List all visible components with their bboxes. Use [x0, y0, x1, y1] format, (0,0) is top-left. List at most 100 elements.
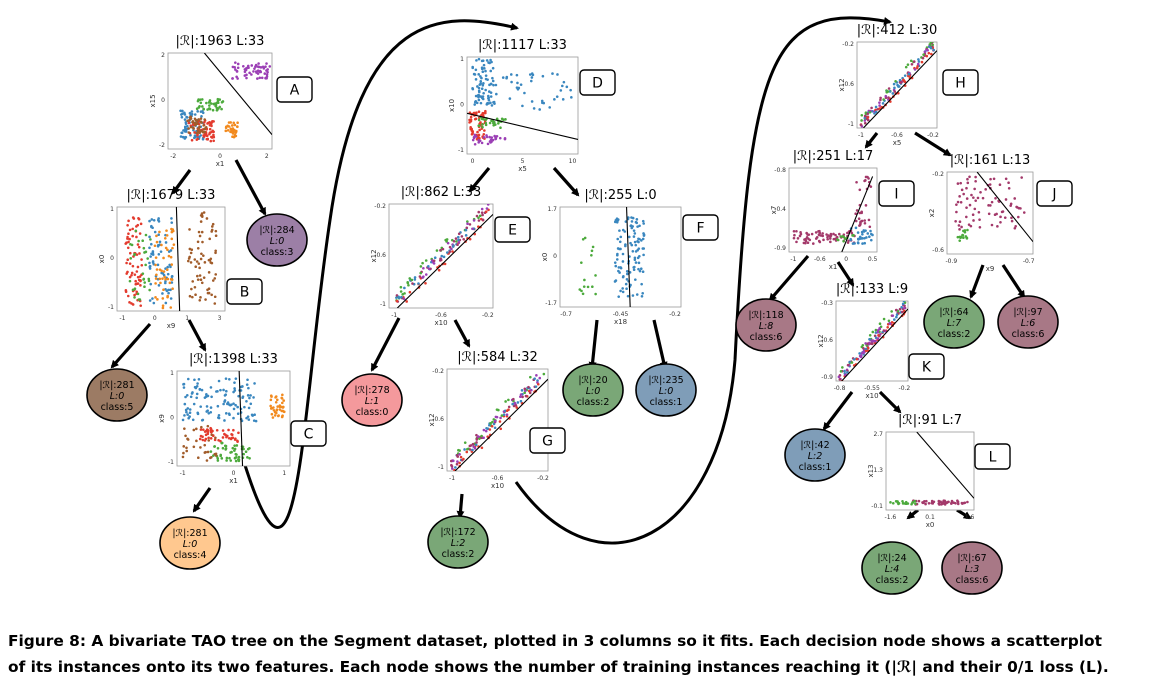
x-tick-label: 0 [218, 153, 222, 160]
leaf-class: class:1 [650, 397, 683, 408]
leaf-count: |ℛ|:97 [1013, 307, 1042, 318]
x-tick-label: 1.6 [965, 514, 975, 521]
leaf-count: |ℛ|:20 [578, 375, 607, 386]
leaf-count: |ℛ|:42 [800, 440, 829, 451]
x-axis-label: x10 [865, 392, 878, 400]
scatter-frame [885, 431, 975, 511]
node-id-box [1036, 180, 1073, 207]
leaf-loss: L:4 [885, 564, 900, 575]
scatter-points [578, 216, 646, 298]
x-tick-label: -1 [449, 475, 455, 482]
leaf-loss: L:2 [451, 538, 466, 549]
split-line [626, 207, 631, 307]
x-axis-label: x1 [216, 160, 225, 168]
node-id-label: I [894, 187, 898, 203]
tree-edge-arrow [110, 322, 152, 369]
y-tick-label: -0.6 [842, 81, 854, 88]
y-axis-label: x12 [428, 413, 436, 426]
split-line [203, 53, 272, 135]
x-tick-label: -0.2 [927, 132, 939, 139]
y-tick-label: 1 [170, 370, 174, 377]
leaf-ellipse [86, 368, 148, 422]
y-tick-label: -0.6 [932, 247, 944, 254]
x-tick-label: 1 [282, 470, 286, 477]
node-id-box [579, 69, 616, 96]
y-axis-label: x2 [928, 209, 936, 218]
y-axis-label: x0 [98, 255, 106, 264]
x-tick-label: 0 [232, 470, 236, 477]
y-tick-label: 0 [170, 415, 174, 422]
node-title: |ℛ|:133 L:9 [836, 282, 908, 297]
x-tick-label: 0.1 [925, 514, 935, 521]
node-title: |ℛ|:1117 L:33 [478, 38, 567, 53]
tree-edge-arrow [468, 166, 491, 193]
x-tick-label: 3 [218, 315, 222, 322]
x-tick-label: -0.9 [945, 258, 957, 265]
caption-line-1: Figure 8: A bivariate TAO tree on the Se… [8, 632, 1102, 650]
tree-edge-arrow [822, 391, 854, 431]
scatter-points [837, 301, 907, 381]
x-axis-label: x0 [926, 521, 935, 529]
y-axis-label: x0 [541, 253, 549, 262]
tree-edge-arrow [1001, 264, 1026, 299]
split-line [238, 371, 244, 466]
y-tick-label: -0.9 [821, 374, 833, 381]
y-tick-label: -0.2 [432, 368, 444, 375]
leaf-count: |ℛ|:67 [957, 553, 986, 564]
y-tick-label: -0.2 [842, 41, 854, 48]
node-title: |ℛ|:584 L:32 [457, 350, 538, 365]
y-tick-label: -0.3 [821, 300, 833, 307]
x-axis-label: x1 [829, 263, 838, 271]
leaf-count: |ℛ|:64 [939, 307, 968, 318]
y-tick-label: -1 [848, 121, 854, 128]
x-tick-label: -0.2 [537, 475, 549, 482]
leaf-class: class:6 [1012, 329, 1045, 340]
y-tick-label: -1 [168, 459, 174, 466]
tree-edge-arrow [588, 319, 599, 370]
y-axis-label: x12 [370, 249, 378, 262]
split-line [916, 432, 974, 499]
node-id-box [908, 353, 945, 380]
split-line [467, 112, 578, 140]
y-tick-label: -2 [159, 142, 165, 149]
node-id-label: C [304, 427, 314, 443]
node-title: |ℛ|:1398 L:33 [189, 352, 278, 367]
node-id-label: L [989, 450, 997, 466]
split-line [396, 214, 493, 308]
y-axis-label: x15 [149, 94, 157, 107]
x-tick-label: -0.2 [669, 311, 681, 318]
y-axis-label: x13 [867, 464, 875, 477]
y-tick-label: -0.2 [932, 171, 944, 178]
leaf-ellipse [159, 516, 221, 570]
split-line [976, 172, 1033, 243]
leaf-ellipse [784, 428, 846, 482]
tree-edge-arrow [552, 166, 580, 197]
leaf-loss: L:0 [270, 236, 285, 247]
node-id-box [226, 278, 263, 305]
scatter-points [124, 211, 218, 310]
node-id-label: A [290, 83, 300, 99]
split-line [841, 308, 908, 381]
y-tick-label: 0 [161, 97, 165, 104]
y-tick-label: -0.6 [374, 252, 386, 259]
leaf-count: |ℛ|:278 [354, 385, 389, 396]
leaf-class: class:2 [876, 575, 909, 586]
x-tick-label: -0.6 [492, 475, 504, 482]
y-tick-label: -0.8 [774, 167, 786, 174]
x-axis-label: x9 [986, 265, 995, 273]
y-tick-label: 1 [460, 56, 464, 63]
leaf-loss: L:3 [965, 564, 980, 575]
x-axis-label: x5 [893, 139, 902, 147]
x-tick-label: -0.8 [834, 385, 846, 392]
